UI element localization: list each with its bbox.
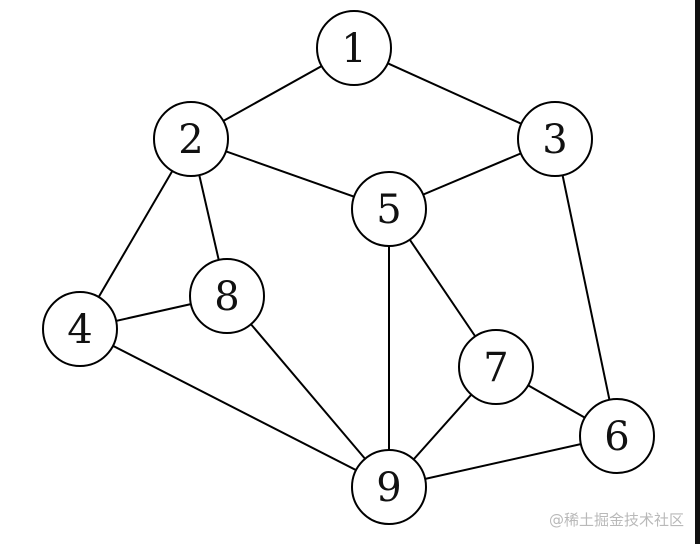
node-6: 6 xyxy=(579,398,655,474)
node-5: 5 xyxy=(351,171,427,247)
node-2: 2 xyxy=(153,101,229,177)
node-circle-7 xyxy=(458,329,534,405)
node-9: 9 xyxy=(351,449,427,525)
node-label-7: 7 xyxy=(483,345,508,391)
edge-4-9 xyxy=(79,328,390,488)
node-1: 1 xyxy=(316,10,392,86)
edge-3-6 xyxy=(554,138,618,437)
graph-nodes: 1 2 3 4 5 6 7 8 9 xyxy=(42,10,655,525)
node-label-5: 5 xyxy=(376,187,401,233)
node-circle-9 xyxy=(351,449,427,525)
node-label-1: 1 xyxy=(341,26,366,72)
node-4: 4 xyxy=(42,291,118,367)
node-circle-2 xyxy=(153,101,229,177)
node-7: 7 xyxy=(458,329,534,405)
node-circle-3 xyxy=(517,101,593,177)
node-circle-8 xyxy=(189,258,265,334)
node-label-8: 8 xyxy=(214,274,239,320)
node-circle-5 xyxy=(351,171,427,247)
node-label-6: 6 xyxy=(604,414,629,460)
node-label-9: 9 xyxy=(376,465,401,511)
watermark-text: @稀土掘金技术社区 xyxy=(548,511,684,529)
node-label-4: 4 xyxy=(67,307,92,353)
node-label-2: 2 xyxy=(178,117,203,163)
node-8: 8 xyxy=(189,258,265,334)
right-edge-bar xyxy=(695,0,700,544)
edge-8-9 xyxy=(226,295,390,488)
node-circle-6 xyxy=(579,398,655,474)
node-circle-1 xyxy=(316,10,392,86)
edge-9-6 xyxy=(388,435,618,488)
node-label-3: 3 xyxy=(542,117,567,163)
node-circle-4 xyxy=(42,291,118,367)
node-3: 3 xyxy=(517,101,593,177)
